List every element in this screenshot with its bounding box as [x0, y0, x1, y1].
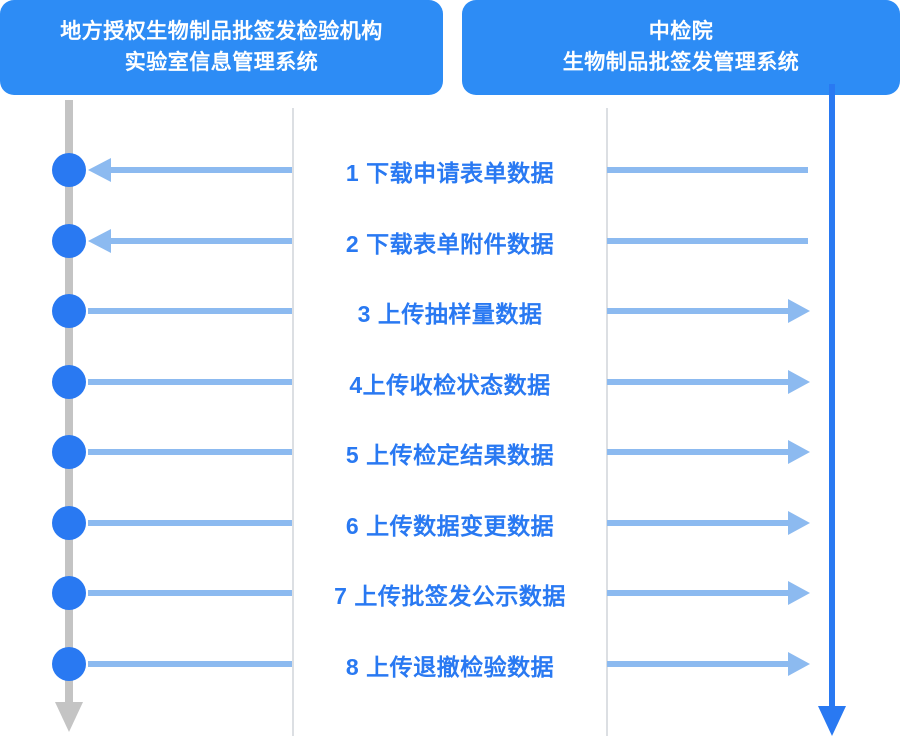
column-separator-right — [606, 108, 608, 736]
connector-segment-left — [88, 519, 292, 526]
connector-segment-left — [88, 590, 292, 596]
connector-segment-right — [607, 308, 788, 314]
connector-segment-right — [607, 237, 808, 244]
connector-segment-right — [607, 378, 788, 385]
row-label: 8 上传退撤检验数据 — [345, 653, 555, 680]
row-label: 6 上传数据变更数据 — [345, 512, 555, 539]
connector-segment-right — [607, 519, 788, 526]
connector-segment-left — [110, 237, 292, 244]
connector-segment-left — [110, 167, 292, 173]
right-timeline-rail — [829, 84, 835, 709]
exchange-row[interactable]: 6 上传数据变更数据 — [0, 489, 900, 559]
connector-segment-right — [607, 590, 788, 596]
timeline-node-dot — [52, 364, 86, 399]
arrow-right-icon — [788, 369, 810, 394]
arrow-left-icon — [88, 228, 111, 253]
arrow-right-icon — [788, 299, 810, 323]
exchange-row[interactable]: 1 下载申请表单数据 — [0, 136, 900, 206]
header-box-local-lims: 地方授权生物制品批签发检验机构 实验室信息管理系统 — [0, 0, 443, 95]
connector-segment-left — [88, 378, 292, 385]
exchange-row[interactable]: 8 上传退撤检验数据 — [0, 630, 900, 700]
row-label: 3 上传抽样量数据 — [357, 301, 543, 327]
row-label: 1 下载申请表单数据 — [345, 160, 555, 186]
header-box-nifdc: 中检院 生物制品批签发管理系统 — [462, 0, 900, 95]
exchange-row[interactable]: 3 上传抽样量数据 — [0, 277, 900, 347]
timeline-node-dot — [52, 153, 86, 187]
connector-segment-left — [88, 308, 292, 314]
connector-segment-left — [88, 660, 292, 667]
connector-segment-left — [88, 449, 292, 455]
exchange-row[interactable]: 4上传收检状态数据 — [0, 348, 900, 418]
arrow-right-icon — [788, 440, 810, 464]
arrow-right-icon — [788, 651, 810, 676]
timeline-node-dot — [52, 505, 86, 540]
arrow-left-icon — [88, 158, 111, 182]
exchange-row[interactable]: 2 下载表单附件数据 — [0, 207, 900, 277]
arrow-right-icon — [788, 510, 810, 535]
row-label: 4上传收检状态数据 — [349, 371, 551, 398]
header-left-line-2: 实验室信息管理系统 — [124, 50, 319, 74]
exchange-row[interactable]: 5 上传检定结果数据 — [0, 418, 900, 488]
timeline-node-dot — [52, 294, 86, 328]
exchange-row[interactable]: 7 上传批签发公示数据 — [0, 559, 900, 629]
connector-segment-right — [607, 449, 788, 455]
connector-segment-right — [607, 660, 788, 667]
row-label: 2 下载表单附件数据 — [345, 230, 555, 257]
header-right-line-1: 中检院 — [648, 20, 714, 44]
arrow-right-icon — [788, 581, 810, 605]
timeline-node-dot — [52, 576, 86, 610]
column-separator-left — [292, 108, 294, 736]
right-timeline-arrowhead-icon — [818, 706, 846, 736]
timeline-node-dot — [52, 646, 86, 681]
timeline-node-dot — [52, 223, 86, 258]
timeline-node-dot — [52, 435, 86, 469]
left-timeline-arrowhead-icon — [55, 702, 83, 732]
row-label: 5 上传检定结果数据 — [345, 442, 555, 468]
left-timeline-rail — [65, 100, 73, 705]
header-left-line-1: 地方授权生物制品批签发检验机构 — [60, 20, 383, 44]
row-label: 7 上传批签发公示数据 — [334, 583, 566, 609]
connector-segment-right — [607, 167, 808, 173]
header-right-line-2: 生物制品批签发管理系统 — [562, 50, 800, 74]
